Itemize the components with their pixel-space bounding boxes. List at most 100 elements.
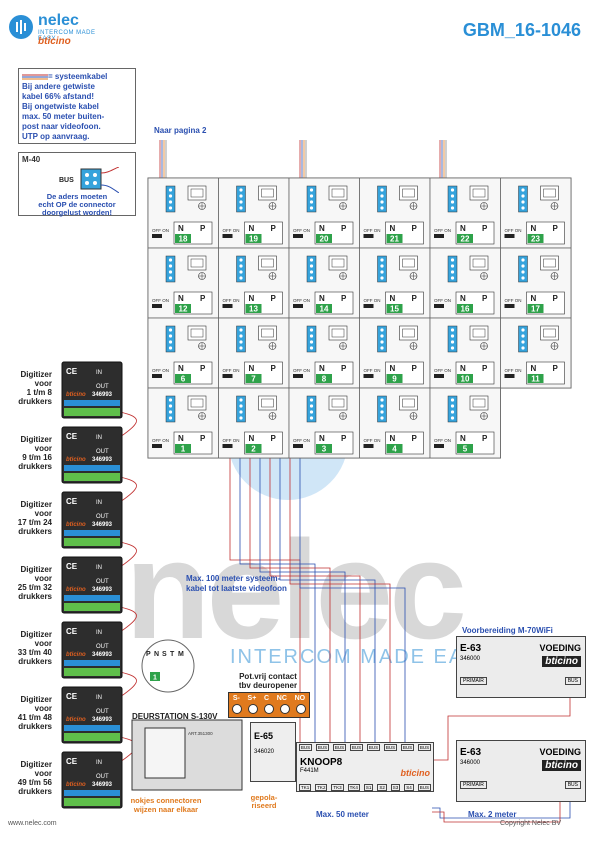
- n-label: N: [460, 364, 466, 373]
- digitizer-label-line: drukkers: [18, 462, 52, 471]
- n-label: N: [390, 224, 396, 233]
- digitizer-label-line: drukkers: [18, 657, 52, 666]
- digitizer-brand: bticino: [66, 717, 86, 723]
- address-number: 17: [531, 305, 540, 314]
- p-label: P: [200, 364, 206, 373]
- out-label: OUT: [96, 709, 109, 715]
- screen-inner: [472, 258, 486, 268]
- terminal-strip: [64, 660, 120, 666]
- in-label: IN: [96, 435, 102, 441]
- dip-switch: [434, 234, 444, 238]
- connector-pin: [239, 270, 243, 274]
- in-label: IN: [96, 370, 102, 376]
- digitizer-brand: bticino: [66, 392, 86, 398]
- digitizer-model: 346993: [92, 652, 113, 658]
- legend-line: Bij andere getwiste: [22, 82, 95, 91]
- screen-inner: [331, 258, 345, 268]
- knoop-bottom-term: S2: [377, 784, 387, 791]
- knoop-top-term: BUS: [298, 744, 313, 751]
- bus-connector: [377, 395, 387, 423]
- knoop-top-term: BUS: [383, 744, 398, 751]
- deurstation-part: ART.351300: [188, 731, 213, 736]
- connector-note-line: wijzen naar elkaar: [133, 805, 199, 814]
- cable-wire: [119, 671, 137, 698]
- dip-switch: [293, 234, 303, 238]
- connector-pin: [309, 258, 314, 262]
- address-badge: [316, 234, 332, 243]
- n-label: N: [460, 434, 466, 443]
- address-number: 7: [251, 375, 256, 384]
- in-label: IN: [96, 500, 102, 506]
- knoop-bottom-term: TK3: [331, 784, 344, 791]
- voorbereiding-label: Voorbereiding M-70WiFi: [462, 626, 553, 635]
- connector-pin: [309, 270, 314, 274]
- n-label: N: [178, 294, 184, 303]
- off-on-label: OFF ON: [505, 228, 522, 233]
- connector-pin: [380, 258, 384, 262]
- term-c: C: [264, 695, 270, 702]
- e63-top-label: E-63: [460, 643, 482, 654]
- potvrij-line: tbv deuropener: [238, 681, 298, 690]
- connector-pin: [380, 398, 384, 402]
- connector-pin: [309, 416, 314, 420]
- connector-pin: [168, 340, 173, 344]
- connector-pin: [309, 340, 314, 344]
- off-on-label: OFF ON: [434, 438, 451, 443]
- connector-pin: [450, 398, 455, 402]
- connector-pin: [239, 328, 243, 332]
- n-label: N: [178, 224, 184, 233]
- digitizer-label-line: Digitizer: [20, 760, 52, 769]
- connector-pin: [450, 328, 455, 332]
- screen-icon: [469, 325, 489, 341]
- connector-pin: [239, 404, 243, 408]
- dip-switch: [293, 444, 303, 448]
- dip-switch: [504, 304, 515, 308]
- max50-label: Max. 50 meter: [316, 810, 369, 819]
- knoop8-label: KNOOP8: [300, 757, 343, 768]
- screen-inner: [402, 258, 415, 268]
- term-no: NO: [294, 695, 306, 702]
- knoop-bottom-term: TK4: [347, 784, 360, 791]
- connector-pin: [521, 334, 525, 338]
- bus-connector: [518, 185, 528, 213]
- digitizer-label-line: 17 t/m 24: [17, 518, 52, 527]
- screw-icon: [280, 704, 290, 714]
- deurstation-title: DEURSTATION S-130V: [132, 712, 218, 721]
- connector-pin: [450, 346, 455, 350]
- connector-pin: [309, 328, 314, 332]
- screen-icon: [187, 185, 207, 201]
- connector-pin: [309, 276, 314, 280]
- connector-pin: [521, 346, 525, 350]
- naar-pagina-label: Naar pagina 2: [154, 126, 207, 135]
- p-label: P: [482, 434, 488, 443]
- digitizer-model: 346993: [92, 587, 113, 593]
- terminal-strip: [64, 725, 120, 731]
- knoop-top-term: BUS: [315, 744, 330, 751]
- connector-pin: [521, 188, 525, 192]
- connector-pin: [168, 258, 173, 262]
- n-label: N: [178, 434, 184, 443]
- screen-inner: [543, 258, 556, 268]
- p-label: P: [341, 224, 347, 233]
- address-badge: [386, 234, 403, 243]
- digitizer-label-line: voor: [34, 379, 52, 388]
- knoop-top-term: BUS: [332, 744, 347, 751]
- ce-mark-icon: CE: [66, 497, 78, 506]
- m40-note-line: doorgelust worden!: [42, 208, 112, 217]
- p-label: P: [482, 294, 488, 303]
- digitizer-brand: bticino: [66, 587, 86, 593]
- digitizer-label-line: drukkers: [18, 787, 52, 796]
- p-label: P: [271, 364, 277, 373]
- nelec-logo: nelec INTERCOM MADE EASY bticino: [8, 12, 100, 47]
- e63-top-brand: bticino: [542, 656, 581, 667]
- screen-inner: [543, 328, 556, 338]
- out-label: OUT: [96, 384, 109, 390]
- connector-pin: [450, 194, 455, 198]
